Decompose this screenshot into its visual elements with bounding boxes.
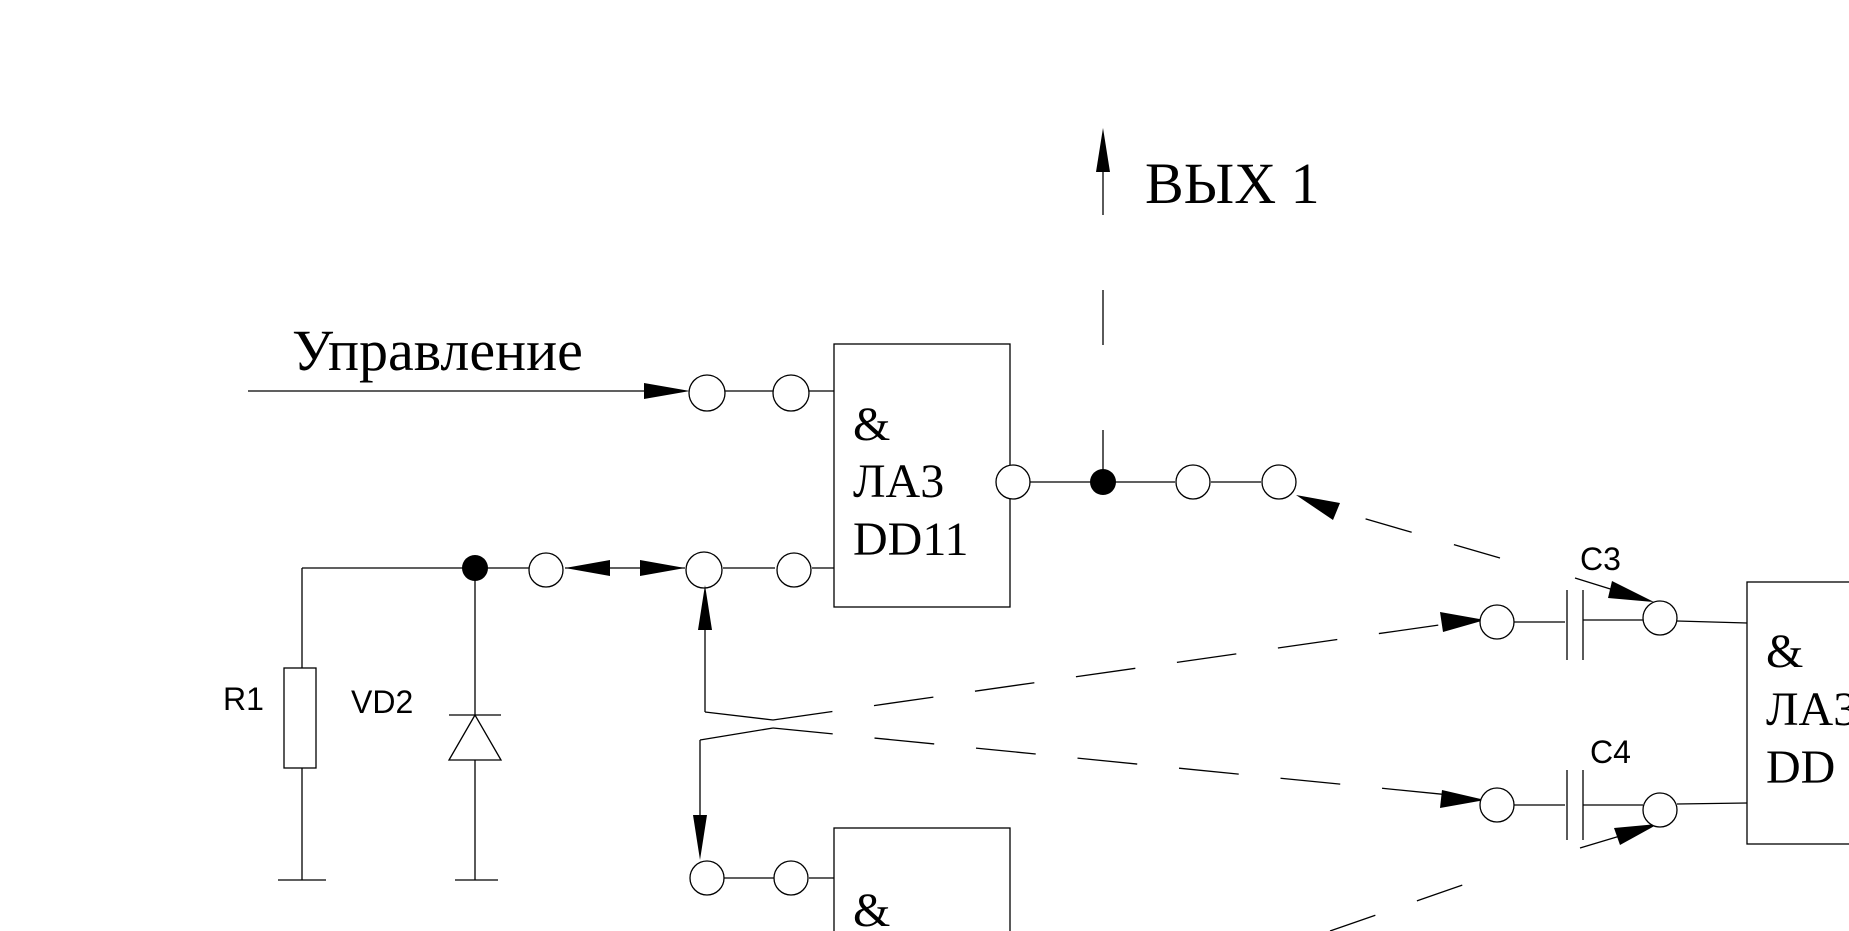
input-pin-1 [528,552,564,588]
gate-dd11-symbol: & [853,398,890,451]
gate-right-symbol: & [1766,625,1803,678]
gate-dd11: & ЛА3 DD11 [833,343,1011,608]
c4-right-pin [1642,792,1678,828]
input-pin-3 [776,552,812,588]
bottom-pin-1 [689,860,725,896]
c3-label: C3 [1580,541,1621,577]
jumper-link [693,585,774,860]
c4-to-gate-wire [1676,802,1748,805]
junction-dot-input [462,555,488,581]
output-pin-2 [1175,464,1211,500]
input-pin-2 [685,551,723,589]
control-label: Управление [292,318,583,383]
gate-bottom: & [833,827,1011,931]
gate-right: & ЛА3 DD [1746,581,1849,845]
vd2-label: VD2 [351,684,413,720]
resistor-r1 [283,667,317,769]
dashed-connections [772,495,1658,931]
capacitor-c3 [1514,590,1643,660]
gate-right-type: ЛА3 [1766,683,1849,736]
c3-right-pin [1642,600,1678,636]
output-label: ВЫХ 1 [1145,151,1320,216]
c4-left-pin [1479,787,1515,823]
diode-vd2 [447,713,503,761]
gate-dd11-type: ЛА3 [853,455,944,508]
output-line-vyh1 [1096,128,1110,482]
r1-label: R1 [223,681,264,717]
bottom-pin-2 [773,860,809,896]
junction-dot-output [1090,469,1116,495]
gate-right-ref: DD [1766,741,1835,794]
arrow-right [640,560,685,576]
output-pin-3 [1261,464,1297,500]
capacitor-c4 [1514,770,1643,840]
control-input-line [248,383,834,399]
dd11-output-pin [995,464,1031,500]
c3-left-pin [1479,604,1515,640]
c3-to-gate-wire [1676,620,1748,624]
gate-bottom-symbol: & [853,884,890,931]
gate-dd11-ref: DD11 [853,513,969,566]
c4-label: C4 [1590,734,1631,770]
control-pin-2 [772,374,810,412]
control-pin-1 [688,374,726,412]
input-network-wires [278,567,834,881]
arrow-left [565,560,610,576]
